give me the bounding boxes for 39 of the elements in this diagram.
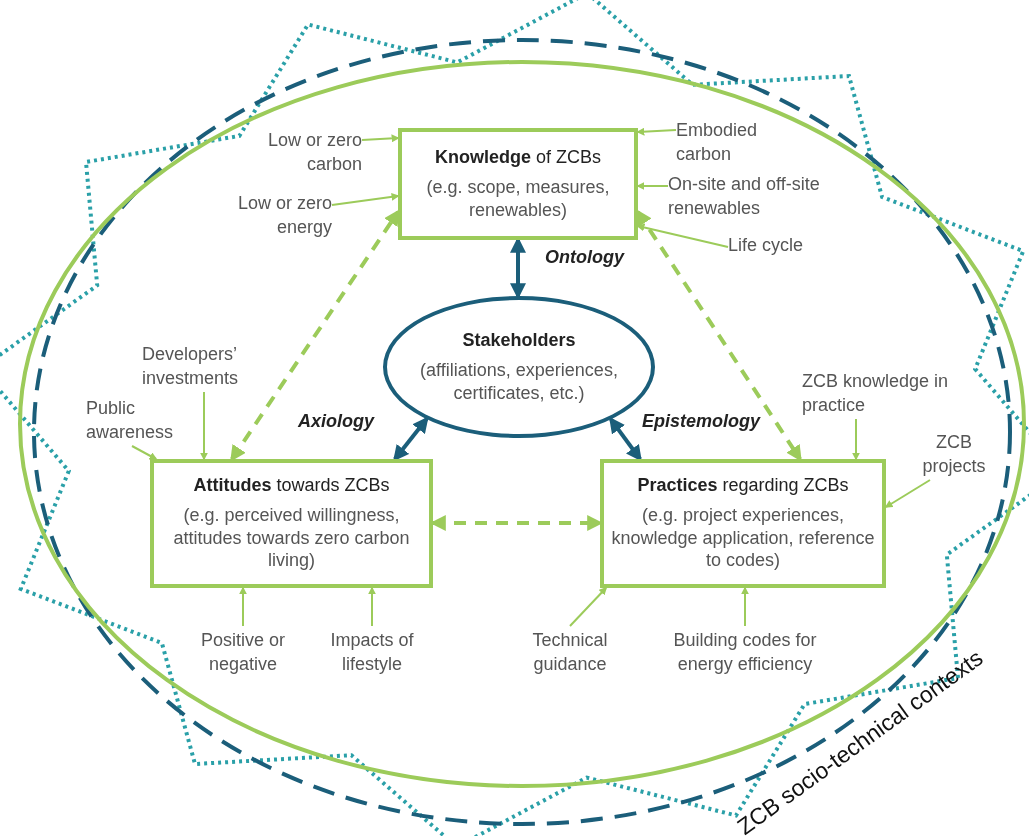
arrow <box>200 391 208 461</box>
node-description: (e.g. perceived willingness, attitudes towards zero carbon living) <box>172 504 411 572</box>
node-description: (affiliations, experiences, certificates, etc.) <box>419 359 619 404</box>
edge-label: Ontology <box>543 247 626 268</box>
node-description: (e.g. project experiences, knowledge application, reference to codes) <box>610 504 876 572</box>
node-title: Attitudes towards ZCBs <box>193 475 390 497</box>
arrow <box>393 416 429 462</box>
factor-label: Low or zero energy <box>212 189 332 241</box>
node-description: (e.g. scope, measures, renewables) <box>425 176 611 221</box>
factor-label: On-site and off-site renewables <box>668 170 883 222</box>
concept-box <box>600 459 886 588</box>
factor-label: Public awareness <box>86 394 178 446</box>
arrow <box>852 418 860 461</box>
factor-label: ZCB knowledge in practice <box>802 367 974 419</box>
arrow <box>131 445 158 460</box>
factor-label: Positive or negative <box>190 626 296 678</box>
arrow <box>331 192 400 206</box>
concept-box <box>398 128 638 240</box>
arrow <box>361 134 400 143</box>
factor-label: ZCB projects <box>918 428 990 480</box>
factor-label: Low or zero carbon <box>250 126 362 178</box>
arrow <box>741 586 749 627</box>
concept-box <box>150 459 433 588</box>
node-title: Stakeholders <box>462 330 576 351</box>
factor-label: Technical guidance <box>520 626 620 678</box>
factor-label: Building codes for energy efficiency <box>645 626 845 678</box>
node-title: Practices regarding ZCBs <box>637 475 849 497</box>
node-title: Knowledge of ZCBs <box>435 147 601 168</box>
edge-label: Axiology <box>296 411 376 432</box>
factor-label: Embodied carbon <box>676 116 786 168</box>
factor-label: Developers’ investments <box>142 340 266 392</box>
factor-label: Impacts of lifestyle <box>318 626 426 678</box>
arrow <box>609 416 642 462</box>
arrow <box>368 586 376 627</box>
edge-label: Epistemology <box>640 411 763 432</box>
arrow <box>239 586 247 627</box>
factor-label: Life cycle <box>728 232 828 258</box>
dashed-arrow <box>230 209 400 462</box>
arrow <box>569 586 608 627</box>
